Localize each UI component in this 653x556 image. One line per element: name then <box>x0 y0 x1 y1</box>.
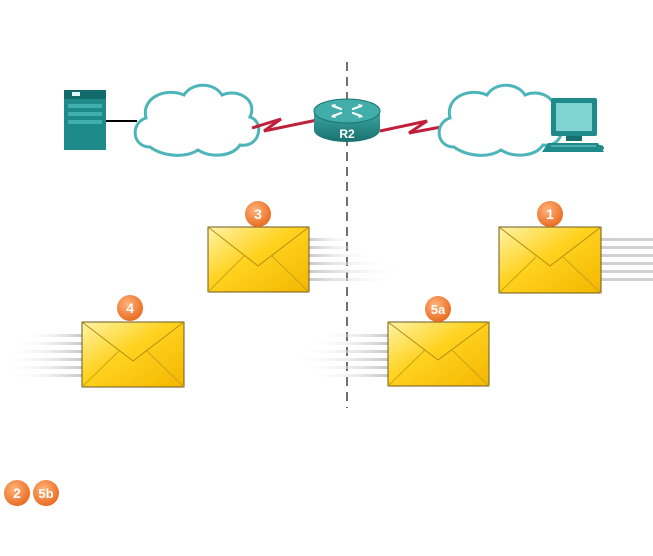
step-badge-label: 4 <box>126 300 134 316</box>
cloud-icon <box>133 83 261 157</box>
motion-trail <box>288 334 388 377</box>
step-badge-label: 5b <box>38 486 53 501</box>
pc-icon <box>542 98 604 152</box>
cloud-icon <box>437 83 564 157</box>
step-badge-label: 1 <box>546 206 554 222</box>
step-badge-label: 2 <box>13 485 21 501</box>
envelope-step-3: 3 <box>207 201 408 293</box>
step-badge-label: 5a <box>431 302 446 317</box>
serial-link-icon <box>251 117 323 133</box>
step-badge: 1 <box>537 201 563 227</box>
motion-trail <box>0 334 82 377</box>
envelope-step-1: 1 <box>498 201 653 294</box>
serial-link-icon <box>379 119 442 135</box>
envelope-step-5a: 5a <box>288 296 490 387</box>
step-badge-5b[interactable]: 5b <box>33 480 59 506</box>
step-badge: 5a <box>425 296 451 322</box>
router-icon: R2 <box>313 98 381 142</box>
router-label: R2 <box>339 127 355 141</box>
step-badge: 4 <box>117 295 143 321</box>
motion-trail <box>601 238 653 281</box>
step-badge-2[interactable]: 2 <box>4 480 30 506</box>
step-badge: 3 <box>245 201 271 227</box>
step-badge-label: 3 <box>254 206 262 222</box>
envelope-step-4: 4 <box>0 295 185 388</box>
motion-trail <box>308 238 408 281</box>
server-icon <box>64 90 106 150</box>
